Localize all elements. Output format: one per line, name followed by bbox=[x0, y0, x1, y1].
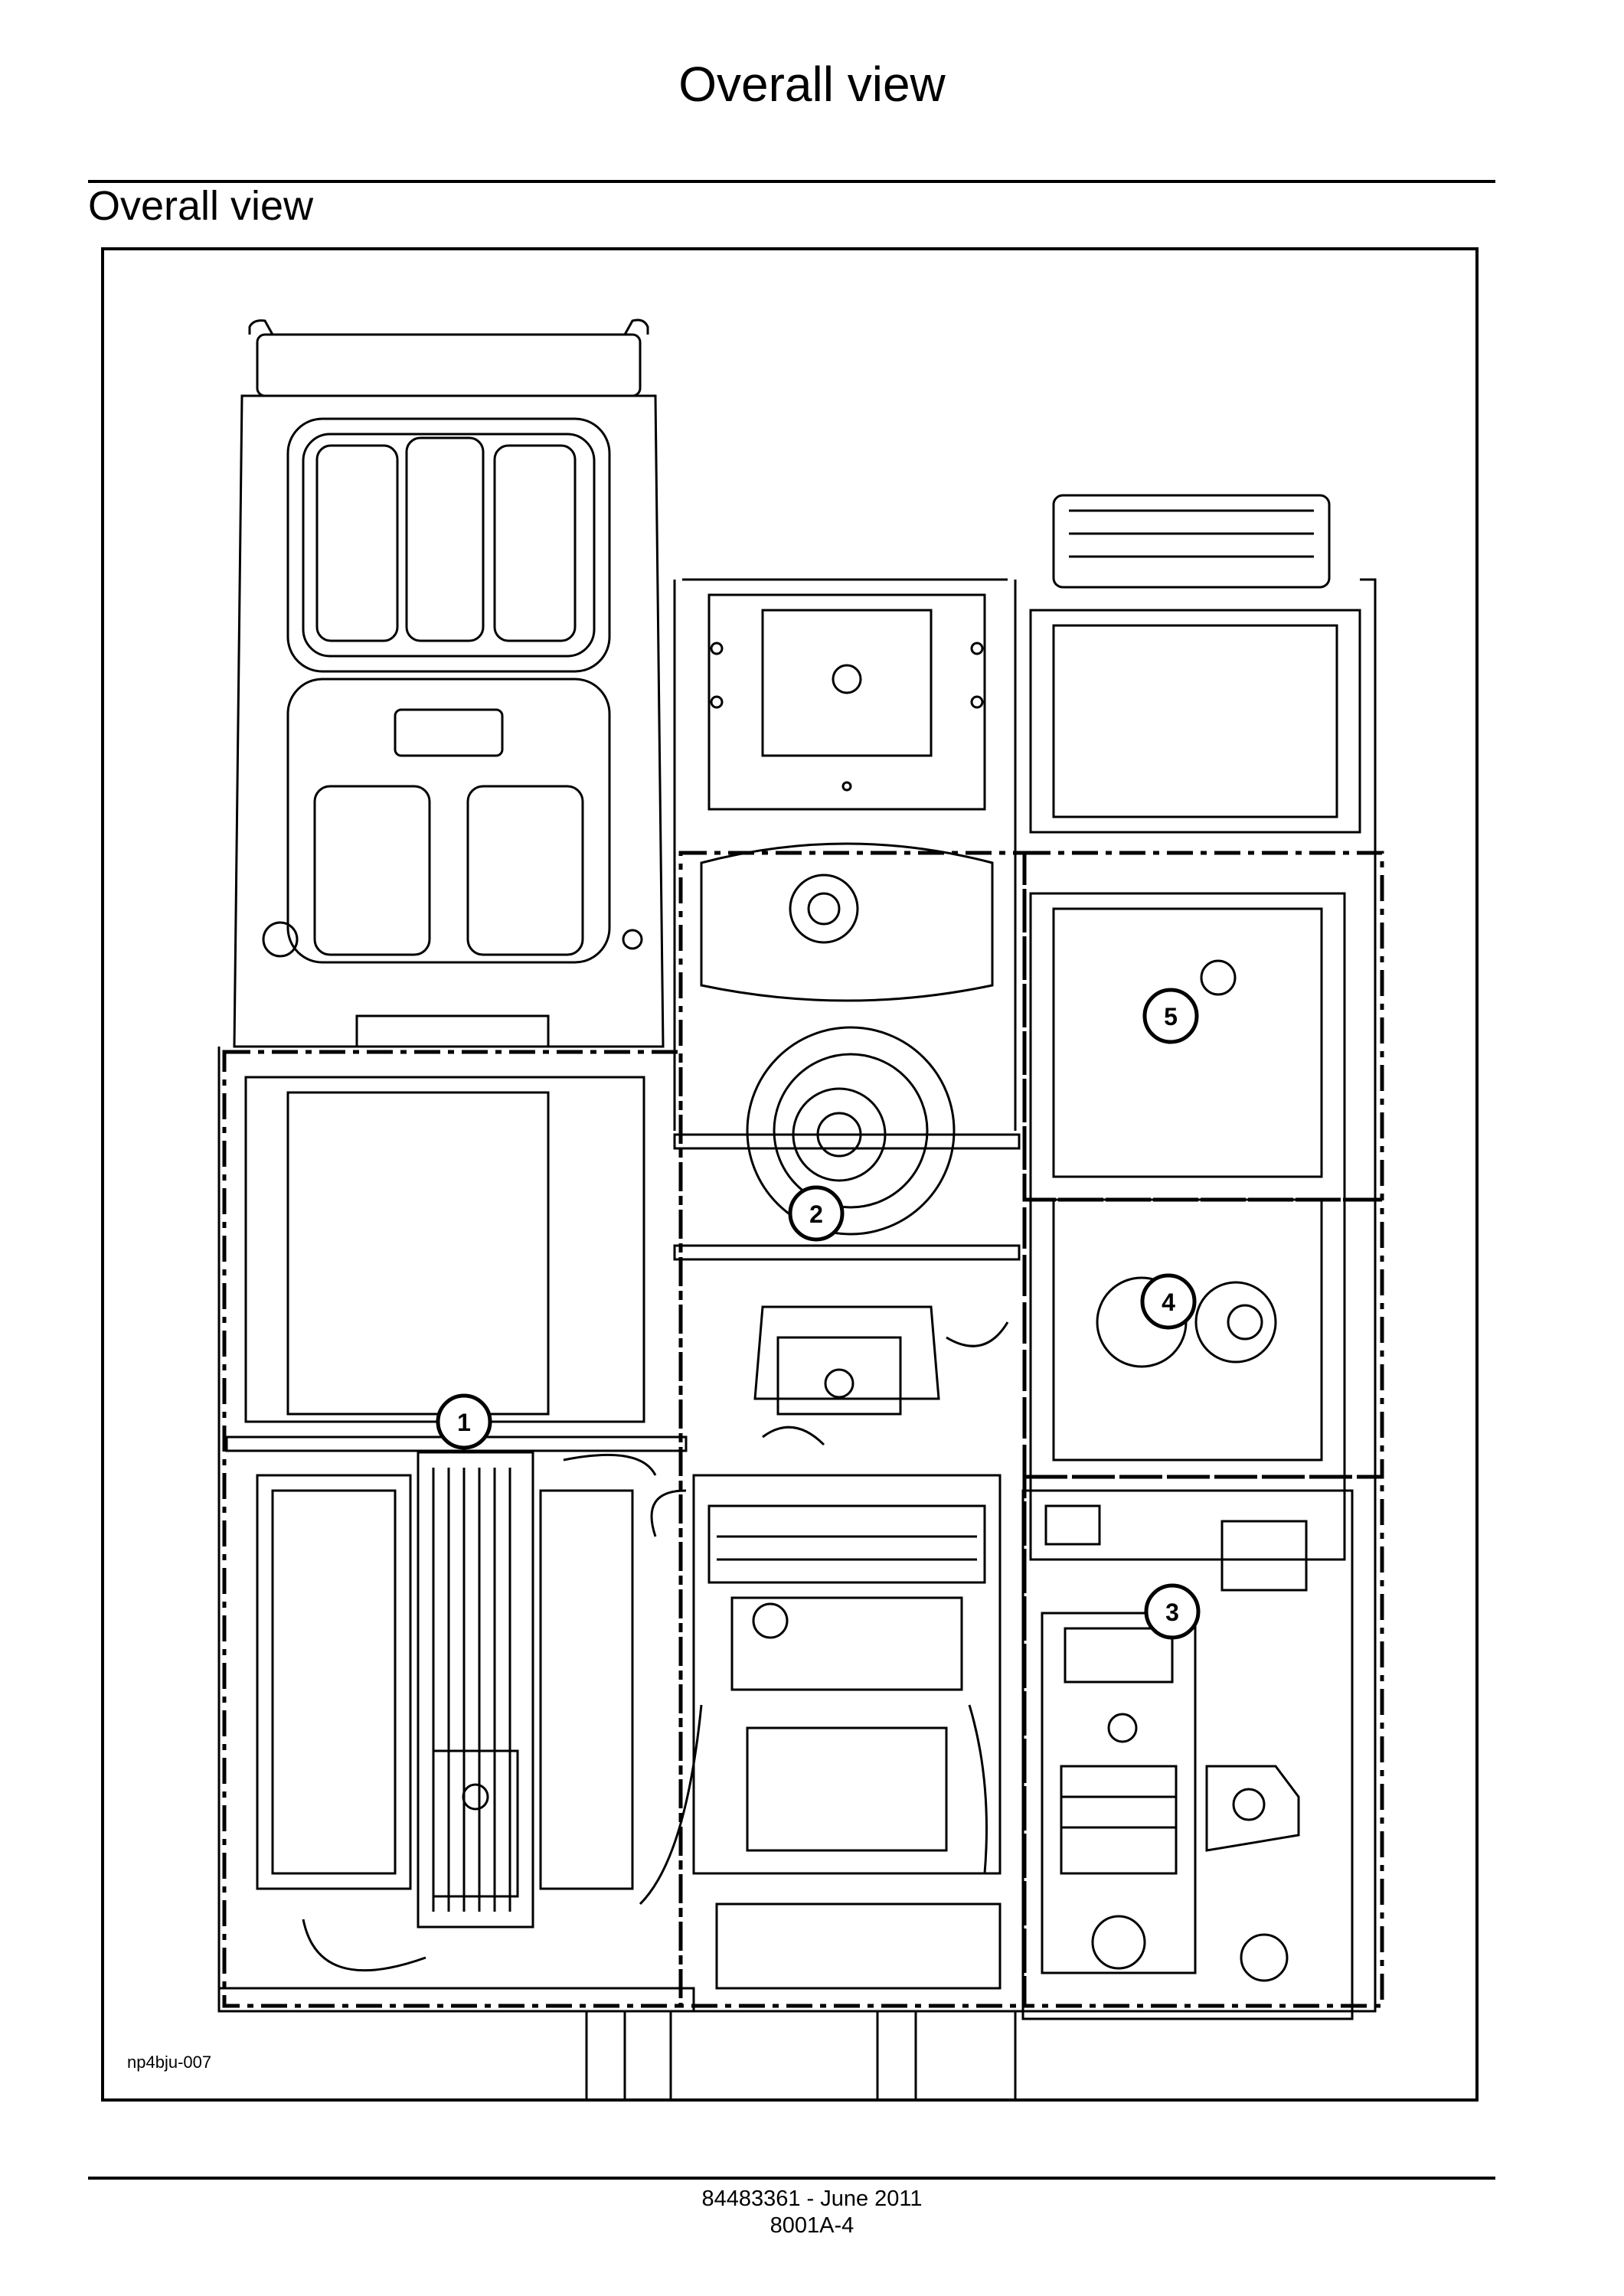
callout-3-label: 3 bbox=[1165, 1599, 1179, 1626]
page-footer: 84483361 - June 2011 8001A-4 bbox=[0, 2186, 1624, 2240]
section-title: Overall view bbox=[88, 183, 314, 229]
footer-page-number: 8001A-4 bbox=[770, 2213, 854, 2239]
figure-frame: 1 2 3 4 5 np4bju-007 bbox=[101, 247, 1479, 2102]
lower-frame-drawing bbox=[585, 2010, 1017, 2098]
callout-3: 3 bbox=[1144, 1583, 1201, 1640]
zone-4-outline bbox=[1022, 1197, 1384, 1479]
zone-outlines bbox=[222, 851, 1384, 2008]
chassis-outline bbox=[217, 578, 1377, 2013]
callout-5-label: 5 bbox=[1164, 1003, 1178, 1030]
zone-2-outline bbox=[678, 851, 1027, 2008]
right-side-equipment-drawing bbox=[1021, 494, 1361, 2020]
machine-overview-drawing: 1 2 3 4 5 bbox=[217, 318, 1384, 2098]
figure-reference-code: np4bju-007 bbox=[127, 2053, 212, 2072]
callout-2: 2 bbox=[788, 1185, 845, 1242]
operator-cab-drawing bbox=[233, 318, 665, 1048]
zone-1-outline bbox=[222, 1050, 683, 2008]
callout-5: 5 bbox=[1142, 988, 1199, 1044]
footer-rule bbox=[88, 2177, 1495, 2180]
centre-frame-drawing bbox=[673, 578, 1021, 1416]
zone-3-outline bbox=[1022, 1475, 1384, 2008]
cooling-package-drawing bbox=[217, 1076, 695, 2013]
engine-drawing bbox=[639, 1426, 1002, 1990]
callout-2-label: 2 bbox=[809, 1200, 823, 1228]
callout-4: 4 bbox=[1140, 1273, 1197, 1330]
callout-4-label: 4 bbox=[1162, 1288, 1175, 1316]
footer-document-date: 84483361 - June 2011 bbox=[701, 2187, 923, 2211]
callout-1-label: 1 bbox=[457, 1409, 471, 1436]
header-rule bbox=[88, 180, 1495, 183]
page-header-title: Overall view bbox=[678, 57, 946, 112]
callout-1: 1 bbox=[436, 1393, 492, 1450]
zone-5-outline bbox=[1022, 851, 1384, 1202]
